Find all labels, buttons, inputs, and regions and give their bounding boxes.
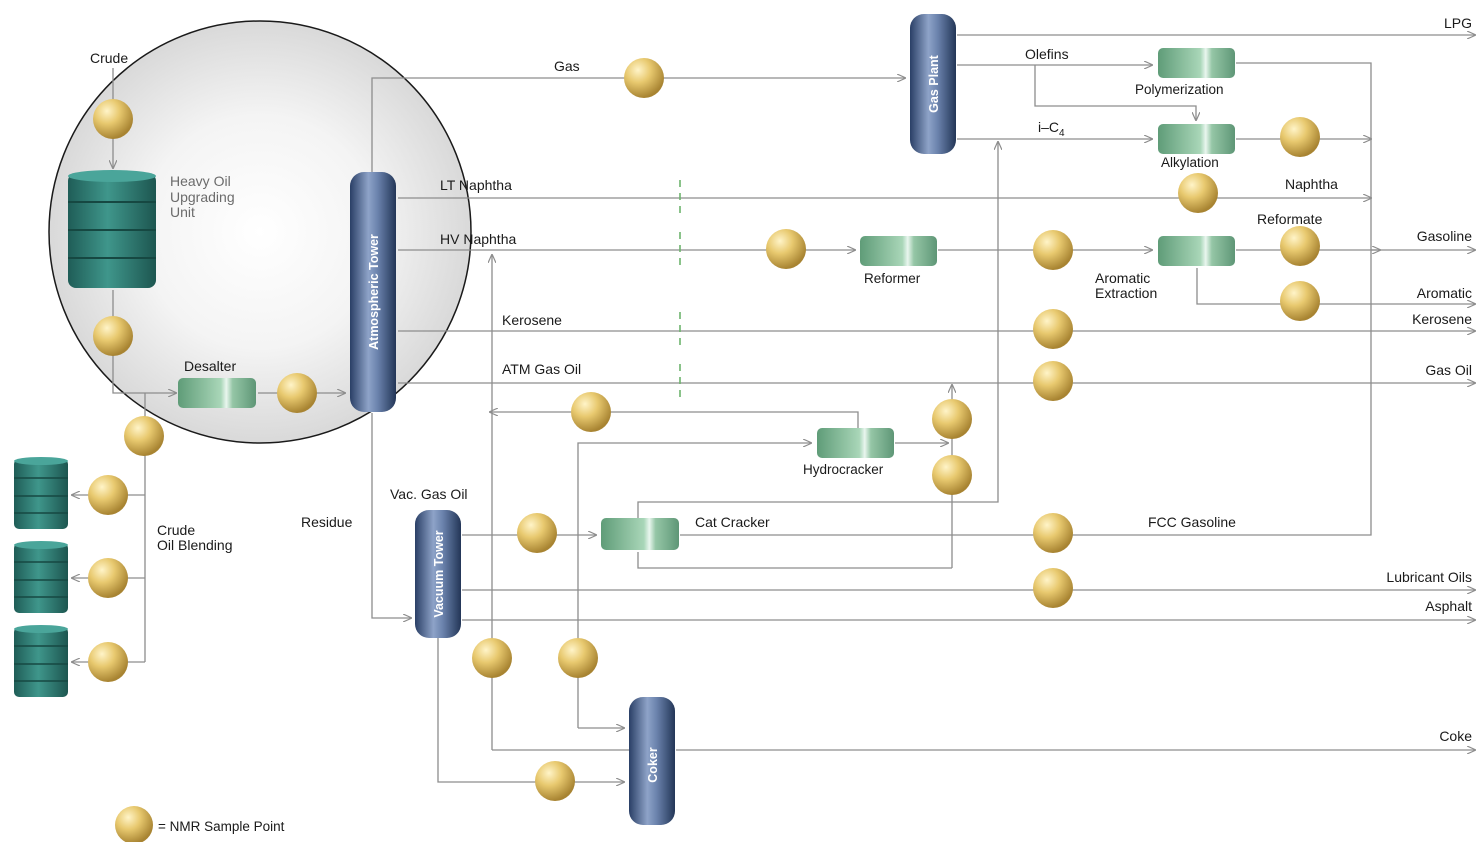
gas-oil-label: Gas Oil [1425,362,1472,378]
legend-label: = NMR Sample Point [158,819,285,834]
atm-gas-oil-label: ATM Gas Oil [502,361,581,377]
legend-sample-point [115,806,153,842]
kerosene-out-label: Kerosene [1412,311,1472,327]
heavy-oil-label-2: Upgrading [170,189,235,205]
lt-naphtha-label: LT Naphtha [440,177,512,193]
sample-point [517,513,557,553]
atmospheric-tower: Atmospheric Tower [350,172,396,412]
cat-cracker-unit [601,518,679,550]
sample-point [93,99,133,139]
gasoline-label: Gasoline [1417,228,1472,244]
blend-drum-1 [14,457,68,529]
aromatic-extraction-unit [1158,236,1235,266]
alkylation-unit [1158,124,1235,154]
sample-point [472,638,512,678]
aromatic-extraction-label-1: Aromatic [1095,270,1150,286]
lpg-label: LPG [1444,15,1472,31]
vacuum-tower-label: Vacuum Tower [432,530,446,617]
sample-point [277,373,317,413]
sample-point [1033,361,1073,401]
sample-point [88,558,128,598]
sample-point [1033,309,1073,349]
hv-naphtha-label: HV Naphtha [440,231,516,247]
asphalt-label: Asphalt [1425,598,1472,614]
vac-gas-oil-label: Vac. Gas Oil [390,486,468,502]
crude-label: Crude [90,50,128,66]
coker-label: Coker [646,747,660,783]
labels: Crude Heavy Oil Upgrading Unit Desalter … [90,15,1472,834]
blend-drum-2 [14,541,68,613]
hydrocracker-label: Hydrocracker [803,462,884,477]
reformer-unit [860,236,937,266]
i-c4-label: i–C4 [1038,119,1065,139]
sample-point [88,642,128,682]
naphtha-label: Naphtha [1285,176,1338,192]
nmr-sample-points [88,58,1320,842]
polymerization-unit [1158,48,1235,78]
hydrocracker-unit [817,428,894,458]
sample-point [1280,226,1320,266]
heavy-oil-label-1: Heavy Oil [170,173,231,189]
sample-point [1033,513,1073,553]
sample-point [535,761,575,801]
sample-point [124,416,164,456]
sample-point [624,58,664,98]
olefins-label: Olefins [1025,46,1069,62]
desalter-unit [178,378,256,408]
sample-point [93,316,133,356]
cat-cracker-label: Cat Cracker [695,514,770,530]
residue-label: Residue [301,514,353,530]
sample-point [1280,117,1320,157]
aromatic-label: Aromatic [1417,285,1472,301]
reformer-label: Reformer [864,271,921,286]
vacuum-tower: Vacuum Tower [415,510,461,638]
desalter-label: Desalter [184,358,236,374]
sample-point [1033,230,1073,270]
blend-drum-3 [14,625,68,697]
sample-point [1280,281,1320,321]
sample-point [1178,173,1218,213]
gas-plant: Gas Plant [910,14,956,154]
heavy-oil-upgrading-drum [68,170,156,288]
gas-plant-label: Gas Plant [927,54,941,112]
coker: Coker [629,697,675,825]
reformate-label: Reformate [1257,211,1323,227]
sample-point [766,229,806,269]
heavy-oil-label-3: Unit [170,204,195,220]
sample-point [558,638,598,678]
kerosene-in-label: Kerosene [502,312,562,328]
atmospheric-tower-label: Atmospheric Tower [367,234,381,350]
crude-blending-label-2: Oil Blending [157,537,233,553]
sample-point [571,392,611,432]
gas-label: Gas [554,58,580,74]
lubricant-oils-label: Lubricant Oils [1386,569,1472,585]
aromatic-extraction-label-2: Extraction [1095,285,1157,301]
alkylation-label: Alkylation [1161,155,1219,170]
sample-point [1033,568,1073,608]
sample-point [932,399,972,439]
sample-point [932,455,972,495]
sample-point [88,475,128,515]
coke-label: Coke [1439,728,1472,744]
fcc-gasoline-label: FCC Gasoline [1148,514,1236,530]
polymerization-label: Polymerization [1135,82,1224,97]
crude-blending-label-1: Crude [157,522,195,538]
